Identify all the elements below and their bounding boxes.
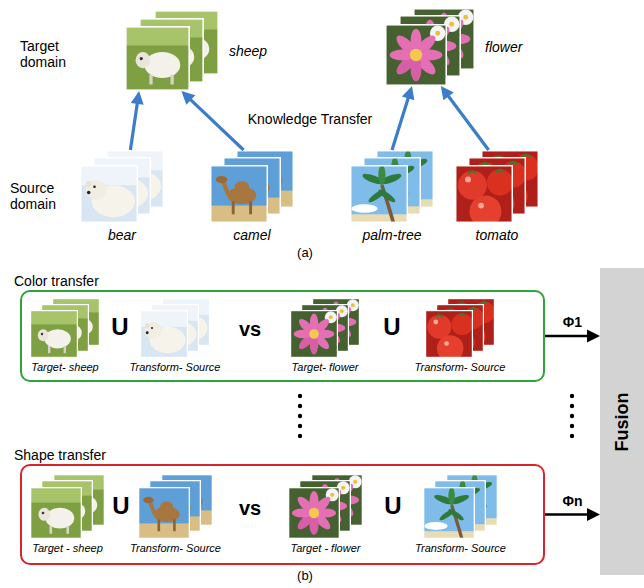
transfer-arrow	[392, 86, 414, 150]
image-caption: Target- flower	[292, 361, 359, 374]
fusion-bar: Fusion	[600, 268, 644, 575]
set-operator: U	[384, 492, 401, 520]
image-stack: Transform- Source	[140, 298, 210, 358]
image-caption: Target - flower	[291, 542, 361, 555]
annotation-text: Knowledge Transfer	[248, 111, 373, 127]
group-title: Color transfer	[14, 273, 99, 289]
arrow-line	[189, 98, 244, 150]
image-caption: Target - sheep	[32, 542, 103, 555]
photo-tile	[425, 310, 473, 362]
transfer-group: Shape transferTarget - sheepTransform- S…	[20, 464, 545, 565]
arrow-head	[441, 86, 454, 100]
transfer-arrow	[441, 86, 489, 150]
photo-tile	[385, 24, 447, 86]
image-stack: bear	[80, 150, 164, 223]
photo-tile	[138, 487, 190, 539]
arrow-line	[447, 94, 489, 150]
image-stack: palm-tree	[350, 150, 434, 223]
image-caption: Transform- Source	[130, 542, 221, 555]
transfer-arrow	[545, 508, 600, 521]
photo-tile	[30, 487, 82, 539]
edge-label: Φ1	[561, 314, 584, 330]
panel-label: (a)	[297, 246, 313, 261]
panel-label: (b)	[297, 569, 313, 584]
set-operator: vs	[239, 497, 261, 520]
image-stack: Target - sheep	[30, 474, 105, 539]
photo-tile	[290, 310, 338, 358]
photo-tile	[140, 310, 188, 358]
transfer-arrow	[545, 330, 600, 343]
transfer-arrow	[130, 91, 143, 150]
arrow-line	[545, 335, 590, 338]
set-operator: U	[383, 313, 400, 341]
set-operator: U	[112, 492, 129, 520]
photo-tile	[455, 165, 513, 227]
image-caption: camel	[233, 227, 270, 243]
transfer-arrow	[181, 91, 243, 150]
image-stack: Target - flower	[288, 474, 363, 539]
annotation-text: Source domain	[10, 180, 72, 212]
arrow-line	[545, 513, 590, 516]
photo-tile	[288, 487, 340, 539]
ellipsis-dots	[298, 394, 574, 438]
arrow-head	[131, 91, 144, 105]
image-stack: camel	[210, 150, 294, 223]
arrow-head	[181, 91, 195, 105]
arrow-head	[402, 86, 414, 100]
image-stack: Transform- Source	[423, 474, 498, 539]
set-operator: vs	[239, 318, 261, 341]
image-caption: sheep	[229, 42, 267, 58]
image-stack: Target- flower	[290, 298, 360, 358]
image-caption: Transform- Source	[415, 542, 506, 555]
photo-tile	[125, 26, 190, 91]
image-stack: sheep	[125, 10, 219, 91]
set-operator: U	[111, 313, 128, 341]
photo-tile	[423, 487, 475, 539]
image-stack: flower	[385, 8, 475, 86]
photo-tile	[30, 310, 78, 358]
group-title: Shape transfer	[14, 447, 106, 463]
photo-tile	[350, 165, 408, 223]
image-caption: flower	[485, 39, 522, 55]
image-stack: tomato	[455, 150, 539, 223]
fusion-label: Fusion	[612, 392, 633, 451]
photo-tile	[80, 165, 138, 223]
arrow-head	[587, 508, 600, 521]
annotation-text: Target domain	[20, 38, 82, 70]
image-caption: Transform- Source	[130, 361, 221, 374]
arrow-head	[587, 330, 600, 343]
photo-tile	[210, 165, 268, 223]
image-caption: tomato	[476, 227, 519, 243]
image-caption: bear	[108, 227, 136, 243]
arrow-line	[392, 96, 409, 150]
image-stack: Transform- Source	[138, 474, 213, 539]
image-caption: Transform- Source	[415, 361, 506, 374]
image-stack: Target- sheep	[30, 298, 100, 358]
image-stack: Transform- Source	[425, 298, 495, 358]
image-caption: Target- sheep	[31, 361, 98, 374]
edge-label: Φn	[560, 493, 584, 509]
image-caption: palm-tree	[362, 227, 421, 243]
arrow-line	[130, 101, 137, 150]
transfer-group: Color transferTarget- sheepTransform- So…	[20, 290, 545, 382]
